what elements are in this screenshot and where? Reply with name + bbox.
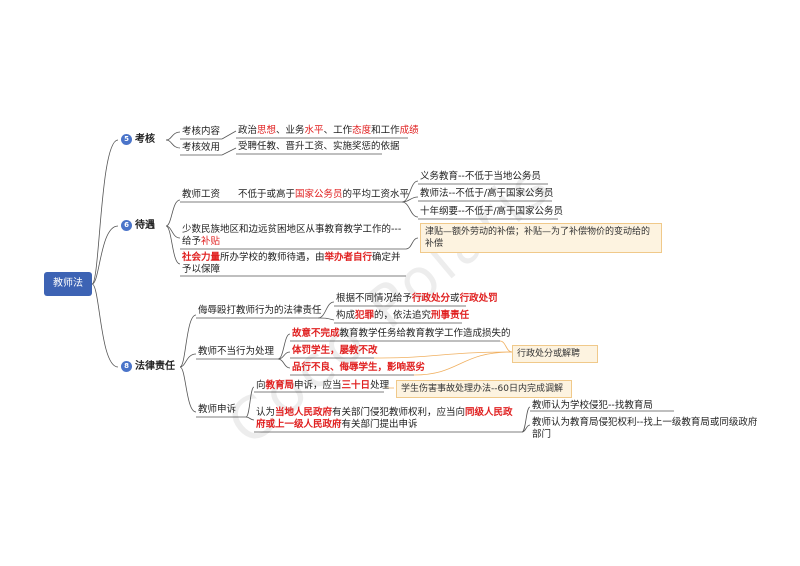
number-badge: 5 — [121, 134, 132, 145]
appeal-bureau-note: 学生伤害事故处理办法--60日内完成调解 — [396, 380, 572, 398]
salary-text: 不低于或高于国家公务员的平均工资水平 — [238, 189, 410, 200]
salary-label: 教师工资 — [182, 189, 221, 200]
branch-label: 考核 — [135, 134, 155, 145]
social-school-text: 社会力量所办学校的教师待遇，由举办者自行确定并予以保障 — [182, 252, 401, 275]
insult-label: 侮辱殴打教师行为的法律责任 — [198, 305, 322, 316]
number-badge: 8 — [121, 361, 132, 372]
appeal-bureau-text: 向教育局申诉，应当三十日处理 — [256, 380, 390, 391]
law-item: 十年纲要--不低于/高于国家公务员 — [420, 206, 564, 217]
appeal-bureau-item: 教师认为教育局侵犯权利--找上一级教育局或同级政府部门 — [532, 417, 758, 440]
appeal-gov-text: 认为当地人民政府有关部门侵犯教师权利，应当向同级人民政府或上一级人民政府有关部门… — [256, 407, 513, 430]
misconduct-item: 故意不完成教育教学任务给教育教学工作造成损失的 — [292, 328, 511, 339]
appeal-school-item: 教师认为学校侵犯--找教育局 — [532, 400, 653, 411]
minority-subsidy-text: 少数民族地区和边远贫困地区从事教育教学工作的---给予补贴 — [182, 224, 402, 247]
misconduct-item: 品行不良、侮辱学生，影响恶劣 — [292, 362, 426, 373]
assessment-content-text: 政治思想、业务水平、工作态度和工作成绩 — [238, 125, 419, 136]
law-item: 义务教育--不低于当地公务员 — [420, 171, 541, 182]
insult-item: 根据不同情况给予行政处分或行政处罚 — [336, 293, 498, 304]
insult-item: 构成犯罪的，依法追究刑事责任 — [336, 310, 470, 321]
branch-label: 待遇 — [135, 220, 155, 231]
branch-label: 法律责任 — [135, 361, 175, 372]
number-badge: 6 — [121, 220, 132, 231]
appeal-label: 教师申诉 — [198, 404, 237, 415]
misconduct-item: 体罚学生，屡教不改 — [292, 345, 378, 356]
assessment-effect-text: 受聘任教、晋升工资、实施奖惩的依据 — [238, 141, 400, 152]
assessment-effect-label: 考核效用 — [182, 142, 221, 153]
root-node[interactable]: 教师法 — [44, 272, 92, 296]
law-item: 教师法--不低于/高于国家公务员 — [420, 188, 554, 199]
misconduct-label: 教师不当行为处理 — [198, 346, 275, 357]
subsidy-note: 津贴—额外劳动的补偿；补贴—为了补偿物价的变动给的补偿 — [420, 223, 662, 253]
misconduct-note: 行政处分或解聘 — [512, 345, 598, 363]
assessment-content-label: 考核内容 — [182, 126, 221, 137]
